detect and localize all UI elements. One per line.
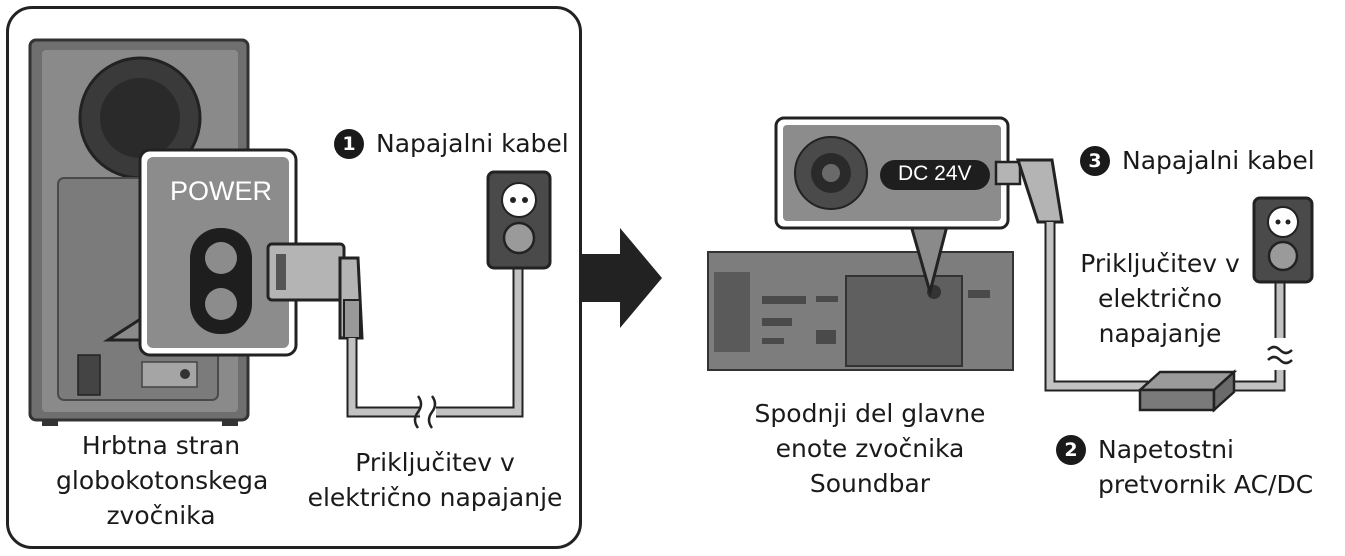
arrow-icon [580, 228, 662, 328]
power-label: POWER [170, 176, 273, 206]
step2-number: 2 [1056, 435, 1086, 465]
wall-outlet-right [1252, 196, 1314, 284]
power-cable-left [266, 242, 524, 429]
power-callout [102, 148, 298, 357]
outlet-label-left: Priključitev v električno napajanje [307, 448, 563, 512]
ac-dc-adapter [1138, 388, 1216, 412]
subwoofer-label: Hrbtna stran globokotonskega zvočnika [56, 431, 269, 530]
dc-callout [774, 116, 1010, 298]
dc-port-badge [880, 160, 990, 190]
power-cable-right [994, 158, 1293, 413]
soundbar-illustration [707, 251, 1014, 371]
wall-outlet-left [486, 170, 552, 270]
soundbar-label: Spodnji del glavne enote zvočnika Soundb… [754, 399, 986, 498]
outlet-label-right: Priključitev v električno napajanje [1080, 249, 1240, 348]
step3-number: 3 [1080, 146, 1110, 176]
dc-label: DC 24V [898, 162, 972, 185]
step1-number: 1 [334, 129, 364, 159]
